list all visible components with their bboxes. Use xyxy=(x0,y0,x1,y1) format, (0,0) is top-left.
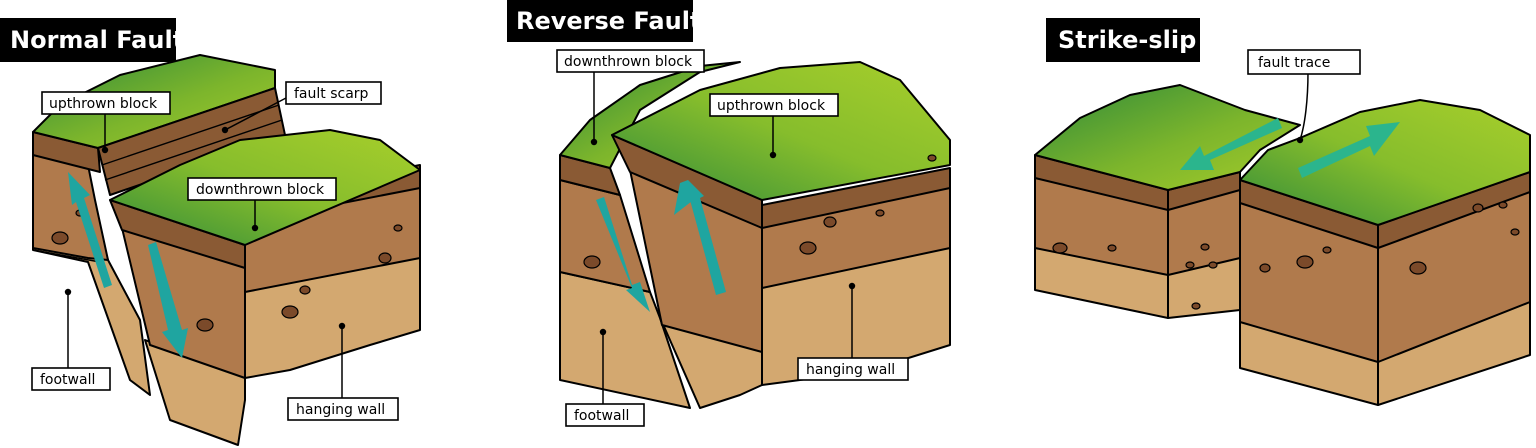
normal-footwall-label: footwall xyxy=(40,372,95,388)
normal-downthrown-label: downthrown block xyxy=(196,182,325,198)
normal-fault-title-box xyxy=(0,18,176,62)
strike-slip-right-arrow xyxy=(1298,122,1400,178)
normal-footwall-label-box xyxy=(31,367,111,391)
strike-slip-left-block xyxy=(1034,84,1301,319)
reverse-hanging-label: hanging wall xyxy=(806,362,895,378)
strike-slip-panel: Strike-slip fault trace xyxy=(1034,18,1531,406)
normal-hanging-label: hanging wall xyxy=(296,402,385,418)
normal-fault-title: Normal Fault xyxy=(10,26,184,54)
strike-slip-trace-label-box xyxy=(1247,49,1361,75)
reverse-footwall-label-box xyxy=(565,403,645,427)
normal-fault-panel: Normal Fault upthrown block fault scarp … xyxy=(0,18,421,446)
strike-slip-right-block xyxy=(1239,99,1531,406)
normal-upthrown-label-box xyxy=(41,91,171,115)
normal-scarp-label: fault scarp xyxy=(294,86,369,102)
normal-up-arrow xyxy=(68,172,112,288)
normal-down-arrow xyxy=(148,242,188,358)
reverse-fault-panel: Reverse Fault downthrown block upthrown … xyxy=(507,0,951,427)
reverse-fault-title-box xyxy=(507,0,693,42)
reverse-fault-title: Reverse Fault xyxy=(516,7,701,35)
reverse-up-arrow xyxy=(674,180,726,295)
reverse-footwall-label: footwall xyxy=(574,408,629,424)
reverse-downthrown-label: downthrown block xyxy=(564,54,693,70)
reverse-hanging-label-box xyxy=(797,357,909,381)
normal-upthrown-label: upthrown block xyxy=(49,96,158,112)
reverse-downthrown-label-box xyxy=(556,49,705,73)
strike-slip-title: Strike-slip xyxy=(1058,26,1196,54)
reverse-upthrown-label: upthrown block xyxy=(717,98,826,114)
reverse-upthrown-label-box xyxy=(709,93,839,117)
normal-hanging-label-box xyxy=(287,397,399,421)
normal-downthrown-label-box xyxy=(187,177,337,201)
reverse-down-arrow xyxy=(596,197,650,312)
strike-slip-title-box xyxy=(1046,18,1200,62)
normal-scarp-label-box xyxy=(285,81,382,105)
strike-slip-trace-label: fault trace xyxy=(1258,55,1330,71)
strike-slip-left-arrow xyxy=(1180,118,1282,170)
